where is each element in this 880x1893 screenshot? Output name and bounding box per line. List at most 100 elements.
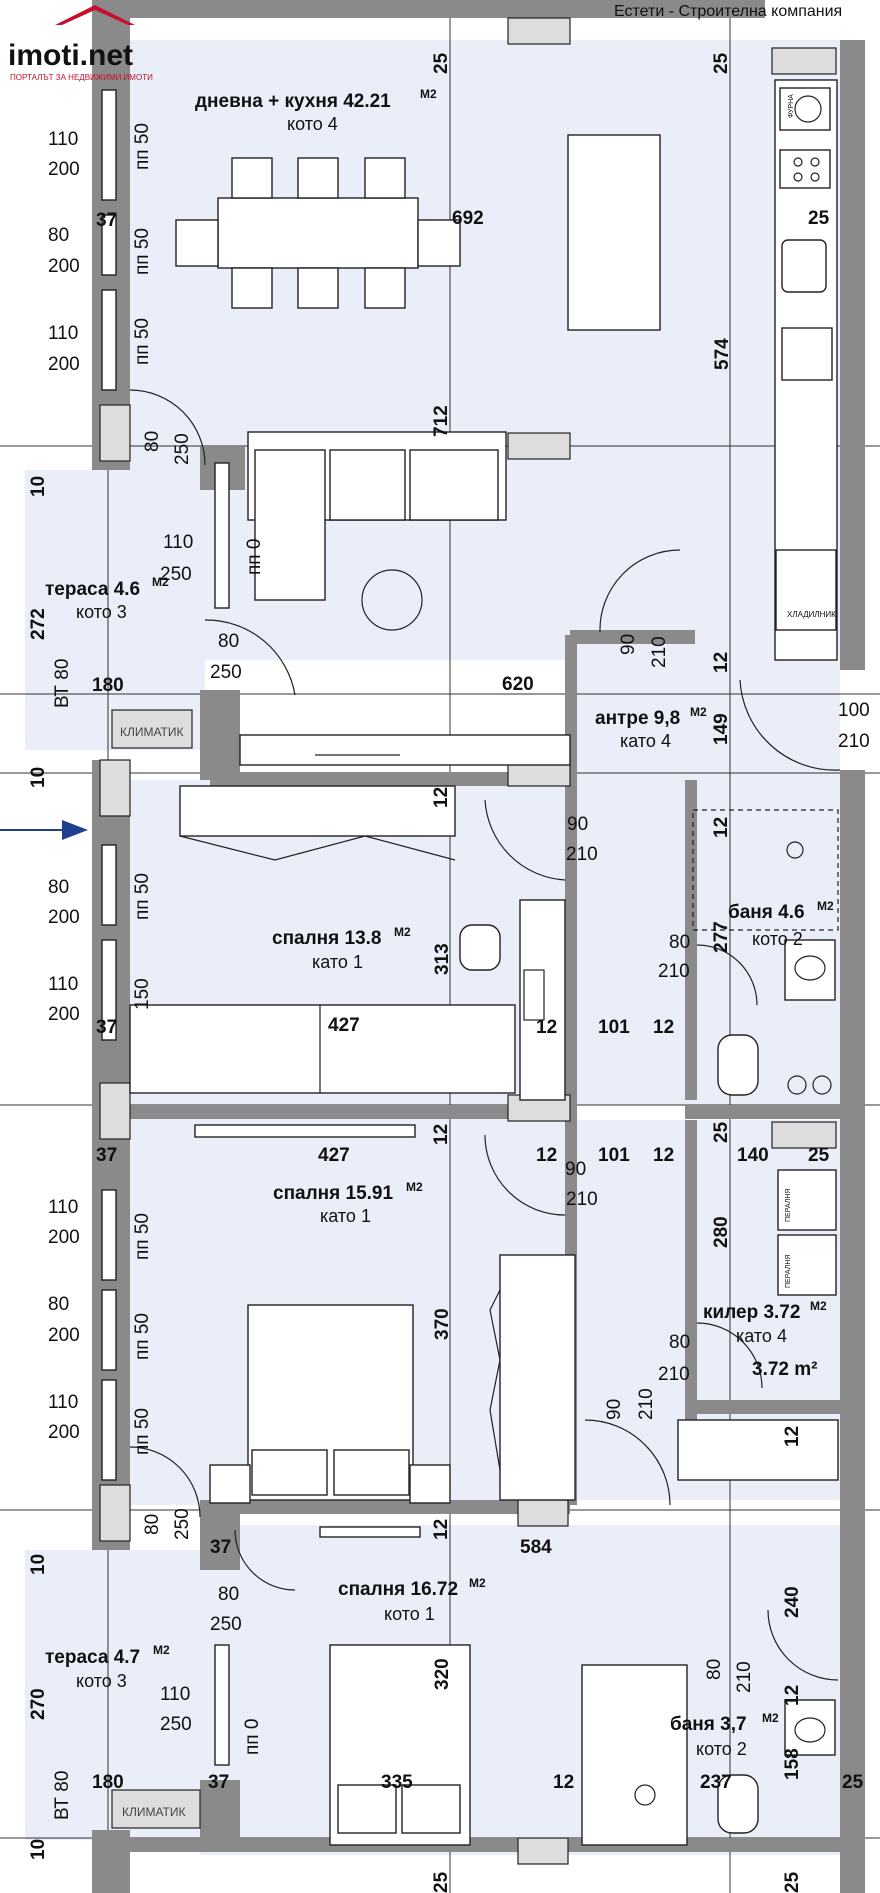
room-unit: M2 (420, 87, 437, 101)
dim: 370 (432, 1308, 453, 1340)
dim: 200 (48, 1004, 80, 1025)
dim: 12 (782, 1426, 803, 1447)
dim: 250 (210, 662, 242, 683)
ac-label: КЛИМАТИК (122, 1805, 186, 1819)
dim: 10 (28, 1554, 49, 1575)
room-floor: кото 3 (76, 1671, 127, 1691)
dim: 90 (618, 634, 639, 655)
dim: 110 (48, 323, 78, 344)
dim: 200 (48, 256, 80, 277)
dim: 427 (318, 1145, 350, 1166)
room-name: антре 9,8 (595, 708, 680, 729)
dim: 12 (431, 1519, 452, 1540)
room-name: баня 4.6 (728, 902, 805, 923)
dim: 100 (838, 700, 870, 721)
dim: 10 (28, 476, 49, 497)
dim: 110 (160, 1684, 190, 1705)
room-unit: M2 (406, 1180, 423, 1194)
sill-label: пп 50 (132, 1213, 153, 1260)
bedroom-3-furniture (329, 1644, 688, 1846)
dim: 210 (838, 731, 870, 752)
room-name: тераса 4.7 (45, 1647, 140, 1668)
dim: 200 (48, 1325, 80, 1346)
bedroom-1-furniture (129, 785, 566, 1101)
dim: 37 (96, 1017, 117, 1038)
dim: 80 (669, 932, 690, 953)
room-name: килер 3.72 (703, 1302, 800, 1323)
room-name: спалня 15.91 (273, 1183, 394, 1204)
dim: 110 (48, 974, 78, 995)
brand-name: imoti.net (8, 39, 133, 72)
dim: 80 (48, 1294, 69, 1315)
dim: 25 (711, 1121, 732, 1143)
sill-label: пп 50 (132, 873, 153, 920)
dim: 574 (712, 338, 733, 370)
dim: 250 (172, 1508, 193, 1540)
dim: 12 (431, 1124, 452, 1145)
dim: 10 (28, 767, 49, 788)
dim: 210 (658, 1364, 690, 1385)
dim: 10 (28, 1839, 49, 1860)
dim: 37 (208, 1772, 229, 1793)
room-labels: дневна + кухня 42.21 M2 кото 4 тераса 4.… (45, 87, 834, 1759)
dim: 200 (48, 907, 80, 928)
dim: 25 (782, 1871, 803, 1893)
bedroom-2-furniture (194, 1124, 576, 1538)
dim: 427 (328, 1015, 360, 1036)
dim: 12 (653, 1017, 674, 1038)
fridge-label: ХЛАДИЛНИК (787, 610, 836, 619)
dim: 110 (48, 1197, 78, 1218)
dim: 25 (431, 52, 452, 74)
sill-label: пп 50 (132, 1313, 153, 1360)
dim: 210 (658, 961, 690, 982)
dim: 584 (520, 1537, 552, 1558)
dim: 270 (28, 1688, 49, 1720)
room-unit: M2 (762, 1711, 779, 1725)
oven-label: ФУРНА (788, 94, 795, 118)
dim: 250 (160, 1714, 192, 1735)
brand-tagline: ПОРТАЛЪТ ЗА НЕДВИЖИМИ ИМОТИ (10, 73, 153, 82)
room-unit: M2 (152, 575, 169, 589)
dim: 620 (502, 674, 534, 695)
room-floor: кото 1 (384, 1604, 435, 1624)
dimensions: 110 200 80 200 110 200 37 692 25 25 25 5… (28, 52, 870, 1893)
dim: 210 (566, 1189, 598, 1210)
room-floor: кото 3 (76, 602, 127, 622)
dim: 237 (700, 1772, 732, 1793)
kitchen-island (567, 134, 661, 331)
dim: 280 (711, 1216, 732, 1248)
dim: 250 (210, 1614, 242, 1635)
dim: 80 (218, 631, 239, 652)
appliance-labels: КЛИМАТИК КЛИМАТИК ХЛАДИЛНИК ФУРНА ПЕРАЛН… (120, 94, 836, 1819)
dim: 712 (431, 405, 452, 437)
dim: 12 (653, 1145, 674, 1166)
dim: 200 (48, 354, 80, 375)
windows (101, 89, 230, 1766)
dim: 25 (431, 1871, 452, 1893)
room-name: спалня 16.72 (338, 1579, 458, 1600)
sill-label: пп 50 (132, 123, 153, 170)
sill-label: пп 50 (132, 1408, 153, 1455)
dim: 90 (604, 1399, 625, 1420)
sill-label: пп 50 (132, 318, 153, 365)
terrace-rail-label: ВТ 80 (52, 1771, 73, 1820)
dim: 25 (808, 1145, 830, 1166)
dim: 25 (711, 52, 732, 74)
columns (99, 17, 837, 1865)
washer-label: ПЕРАЛНЯ (785, 1255, 792, 1288)
dim: 272 (28, 608, 49, 640)
dim: 140 (737, 1145, 769, 1166)
dim: 12 (536, 1145, 557, 1166)
dim: 250 (172, 433, 193, 465)
terrace-rail-label: ВТ 80 (52, 659, 73, 708)
dim: 12 (536, 1017, 557, 1038)
room-floor: кото 4 (287, 114, 338, 134)
room-floor: като 1 (312, 952, 363, 972)
dim: 149 (711, 713, 732, 745)
entrance-arrow (0, 820, 88, 840)
dim: 80 (218, 1584, 239, 1605)
sill-label: пп 0 (242, 1719, 263, 1755)
dim: 180 (92, 1772, 124, 1793)
dim: 277 (711, 921, 732, 953)
